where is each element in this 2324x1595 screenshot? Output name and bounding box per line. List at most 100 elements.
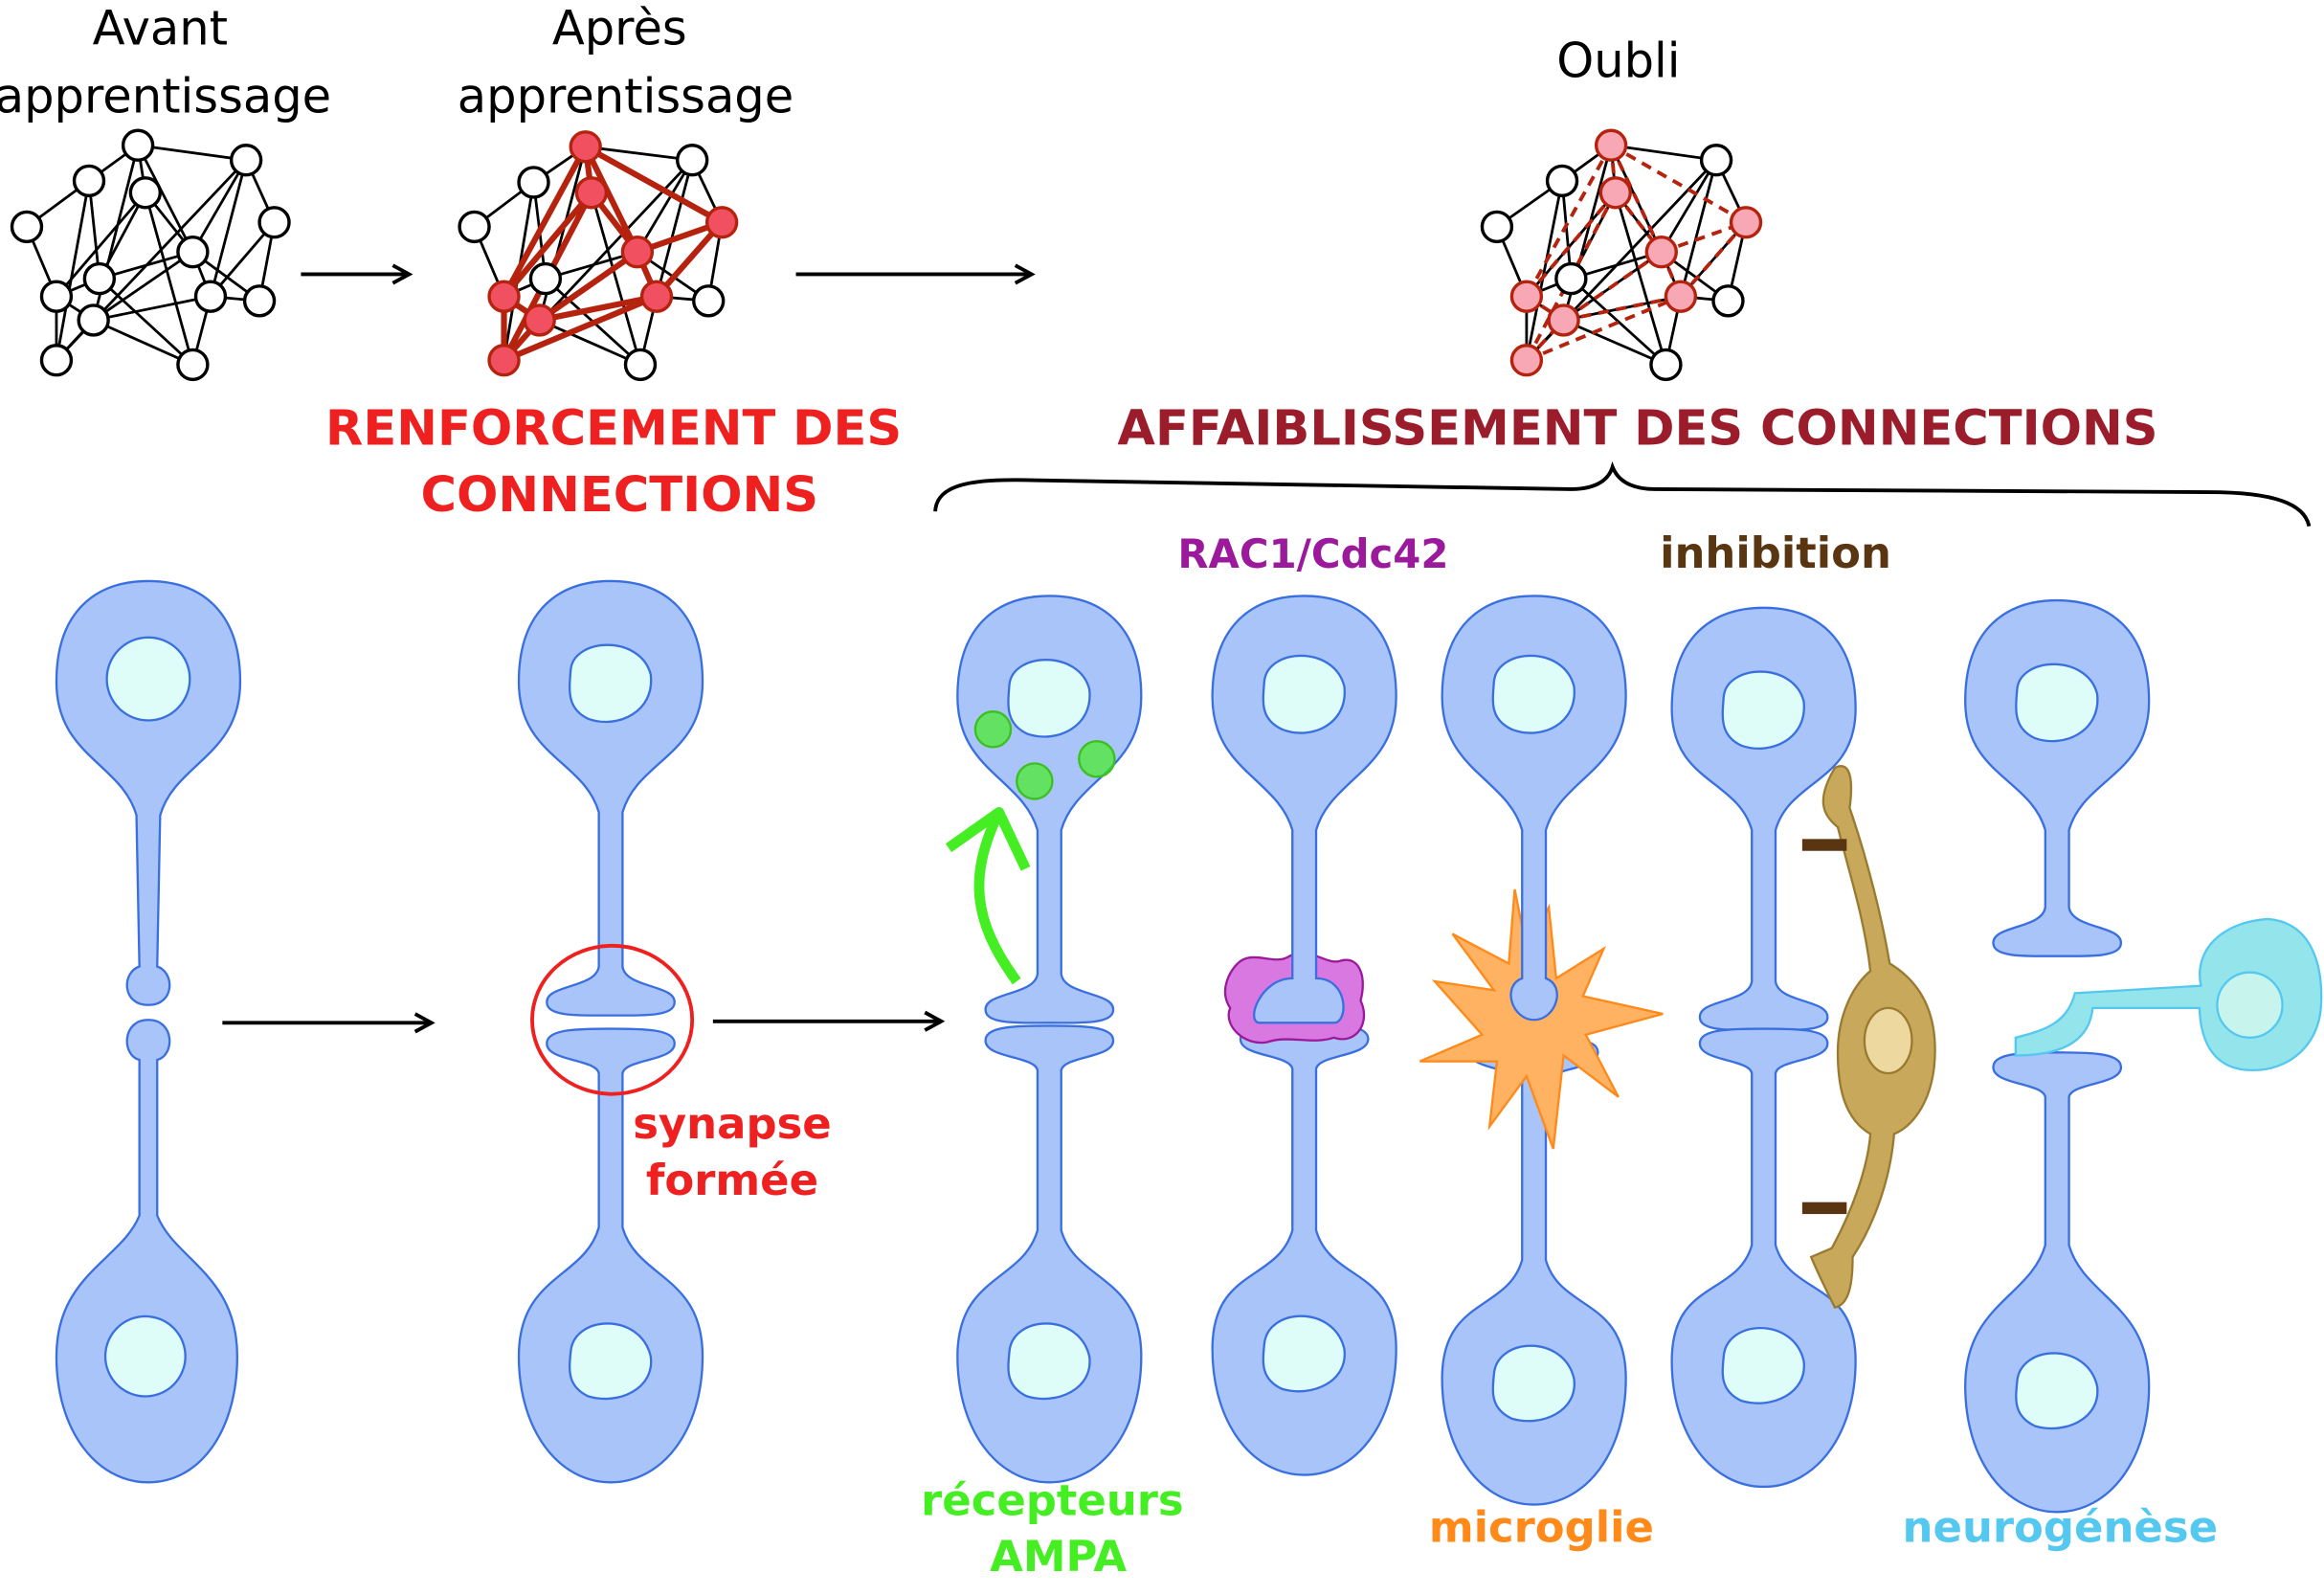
nucleus bbox=[1721, 1327, 1805, 1404]
graph-node bbox=[176, 348, 210, 382]
synapse-label-1: synapse bbox=[633, 1098, 832, 1149]
graph-node bbox=[1594, 128, 1628, 162]
receptor-vesicle bbox=[1016, 762, 1054, 800]
graph-node bbox=[487, 280, 521, 313]
graph-edge bbox=[1525, 191, 1618, 298]
graph-node bbox=[704, 206, 739, 239]
graph-edge bbox=[1679, 221, 1748, 298]
graph-edge bbox=[1562, 250, 1663, 323]
nucleus bbox=[1491, 1344, 1575, 1423]
presynaptic-neuron bbox=[1211, 595, 1397, 1024]
graph-edge bbox=[654, 220, 725, 299]
graph-node bbox=[458, 210, 491, 244]
graph-node bbox=[229, 144, 263, 177]
nucleus bbox=[2015, 663, 2099, 743]
microglia-label: microglie bbox=[1429, 1501, 1654, 1552]
receptors-label-1: récepteurs bbox=[921, 1474, 1184, 1525]
graph-node bbox=[1664, 280, 1698, 313]
nucleus bbox=[569, 1322, 653, 1401]
graph-node bbox=[1644, 236, 1678, 269]
graph-edge bbox=[655, 159, 694, 298]
graph-edge bbox=[209, 159, 248, 298]
graph-node bbox=[517, 166, 550, 199]
postsynaptic-neuron bbox=[956, 1024, 1143, 1484]
nucleus bbox=[1863, 1006, 1913, 1075]
graph-edge bbox=[590, 191, 642, 366]
graph-node bbox=[692, 284, 726, 318]
rac-label: RAC1/Cdc42 bbox=[1177, 530, 1448, 577]
receptors-label-2: AMPA bbox=[990, 1531, 1127, 1582]
arrows bbox=[222, 263, 2312, 1034]
postsynaptic-neuron bbox=[1211, 1022, 1397, 1476]
graph-node bbox=[82, 261, 117, 296]
graph-node bbox=[128, 176, 163, 210]
graph-edge bbox=[55, 191, 146, 298]
graph-edge bbox=[1563, 294, 1682, 323]
graph-edge bbox=[98, 278, 194, 366]
graph-node bbox=[1649, 348, 1683, 382]
nucleus bbox=[105, 636, 191, 722]
graph-node bbox=[193, 280, 228, 313]
graph-node bbox=[1547, 303, 1580, 337]
curly-brace bbox=[933, 461, 2312, 528]
graph-node bbox=[72, 164, 106, 198]
nucleus bbox=[1007, 659, 1091, 738]
arrow-icon bbox=[301, 263, 413, 285]
receptor-vesicle bbox=[1078, 740, 1116, 778]
network-graph bbox=[10, 128, 291, 382]
graph-node bbox=[1509, 344, 1544, 377]
presynaptic-neuron bbox=[55, 579, 242, 1006]
graph-node bbox=[10, 210, 44, 244]
graph-edge bbox=[1610, 144, 1717, 162]
receptor-vesicle bbox=[973, 710, 1013, 749]
graph-edge bbox=[144, 191, 194, 366]
graph-edge bbox=[501, 145, 589, 299]
graph-edge bbox=[1609, 144, 1664, 254]
graph-node bbox=[39, 280, 74, 313]
graph-node bbox=[121, 128, 155, 162]
presynaptic-neuron bbox=[1441, 595, 1627, 1022]
graph-edge bbox=[137, 144, 247, 162]
minus-sign-icon bbox=[1801, 839, 1847, 851]
forget-label: Oubli bbox=[1556, 34, 1680, 89]
weakening-label: AFFAIBLISSEMENT DES CONNECTIONS bbox=[1117, 400, 2157, 457]
graph-edge bbox=[93, 319, 193, 367]
nucleus bbox=[1721, 670, 1805, 751]
postsynaptic-neuron bbox=[1964, 1051, 2151, 1514]
nucleus bbox=[569, 643, 653, 724]
graph-edge bbox=[1679, 159, 1718, 298]
strengthening-label-2: CONNECTIONS bbox=[421, 467, 819, 524]
nucleus bbox=[2015, 1352, 2099, 1430]
graph-edge bbox=[503, 293, 659, 364]
graph-node bbox=[487, 344, 521, 377]
presynaptic-neuron bbox=[517, 579, 704, 1017]
graph-node bbox=[257, 206, 291, 239]
nucleus bbox=[1262, 1314, 1346, 1393]
graph-edge bbox=[537, 249, 639, 323]
synapse-label-2: formée bbox=[646, 1155, 818, 1205]
graph-node bbox=[574, 176, 609, 210]
nucleus bbox=[1007, 1322, 1091, 1401]
graph-node bbox=[1545, 164, 1579, 198]
graph-node bbox=[1699, 144, 1733, 177]
graph-node bbox=[242, 284, 277, 318]
graph-edge bbox=[93, 295, 212, 322]
inhibition-label: inhibition bbox=[1660, 528, 1891, 578]
nucleus bbox=[1491, 654, 1575, 734]
graph-edge bbox=[585, 145, 693, 162]
graph-edge bbox=[1526, 294, 1682, 363]
graph-node bbox=[620, 236, 655, 269]
graph-edge bbox=[584, 144, 724, 225]
network-graphs bbox=[10, 128, 1763, 382]
nucleus bbox=[103, 1314, 187, 1398]
neuron-pairs bbox=[55, 579, 2151, 1514]
postsynaptic-neuron bbox=[1441, 1036, 1627, 1506]
graph-edge bbox=[1614, 191, 1667, 366]
graph-node bbox=[176, 236, 210, 269]
arrow-icon bbox=[712, 1010, 946, 1032]
graph-node bbox=[623, 348, 658, 382]
upward-arrow-icon bbox=[945, 807, 1031, 985]
minus-sign-icon bbox=[1801, 1202, 1847, 1215]
graph-edge bbox=[1570, 278, 1667, 366]
graph-edge bbox=[502, 191, 594, 299]
